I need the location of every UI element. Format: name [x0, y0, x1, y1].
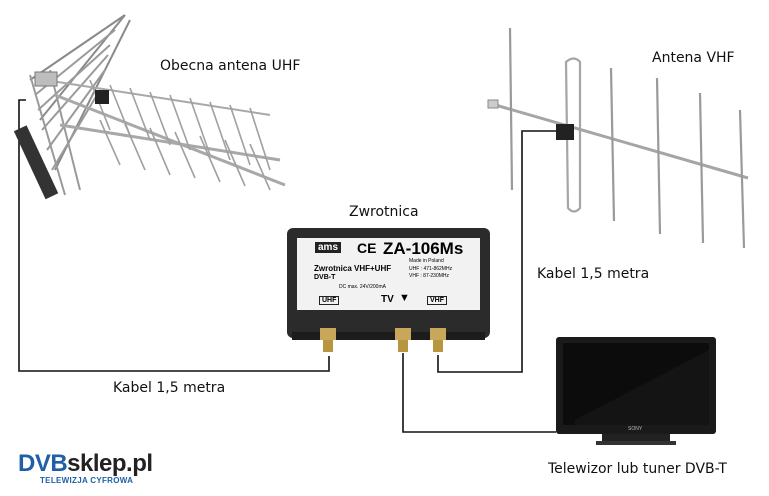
ce-mark: CE: [357, 240, 377, 256]
plate-title: Zwrotnica VHF+UHF: [314, 264, 392, 273]
arrow-down-icon: ▼: [399, 292, 410, 304]
made-in-label: Made in Poland: [409, 258, 444, 264]
port-tv-label: TV: [381, 294, 394, 305]
vhf-antenna-icon: [487, 27, 749, 249]
cable-uhf-to-diplexer: [18, 99, 330, 372]
cable-right-label: Kabel 1,5 metra: [537, 266, 650, 282]
cable-vhf-to-diplexer: [437, 130, 556, 373]
uhf-antenna-label: Obecna antena UHF: [160, 58, 301, 74]
uhf-range: UHF : 471-862MHz: [409, 266, 453, 272]
diplexer-label: Zwrotnica: [349, 204, 419, 220]
cable-left-label: Kabel 1,5 metra: [113, 380, 226, 396]
port-uhf-label: UHF: [319, 296, 340, 305]
vhf-range: VHF : 87-230MHz: [409, 273, 450, 279]
logo-main: DVBsklep.pl: [18, 452, 153, 476]
port-vhf-label: VHF: [427, 296, 447, 305]
logo-main-part2: sklep.pl: [67, 450, 153, 477]
model-number: ZA-106Ms: [383, 239, 464, 258]
dc-note: DC max. 24V/200mA: [339, 284, 386, 290]
uhf-antenna-icon: [13, 14, 286, 200]
dvbsklep-logo: DVBsklep.pl TELEWIZJA CYFROWA: [18, 452, 153, 486]
cable-diplexer-to-tv: [402, 353, 556, 433]
tv-brand: SONY: [628, 426, 643, 432]
tv-label: Telewizor lub tuner DVB-T: [548, 461, 727, 477]
vhf-antenna-label: Antena VHF: [652, 50, 735, 66]
connector-vhf-icon: [430, 328, 446, 352]
diplexer-plate: ams CE ZA-106Ms Made in Poland Zwrotnica…: [297, 238, 480, 310]
plate-subtitle: DVB-T: [314, 274, 336, 281]
tv-icon: [556, 337, 716, 445]
connector-uhf-icon: [320, 328, 336, 352]
diplexer-box: [287, 228, 490, 352]
logo-main-part1: DVB: [18, 450, 68, 477]
ams-logo: ams: [315, 242, 342, 253]
connector-tv-icon: [395, 328, 411, 352]
logo-tagline: TELEWIZJA CYFROWA: [40, 476, 134, 485]
